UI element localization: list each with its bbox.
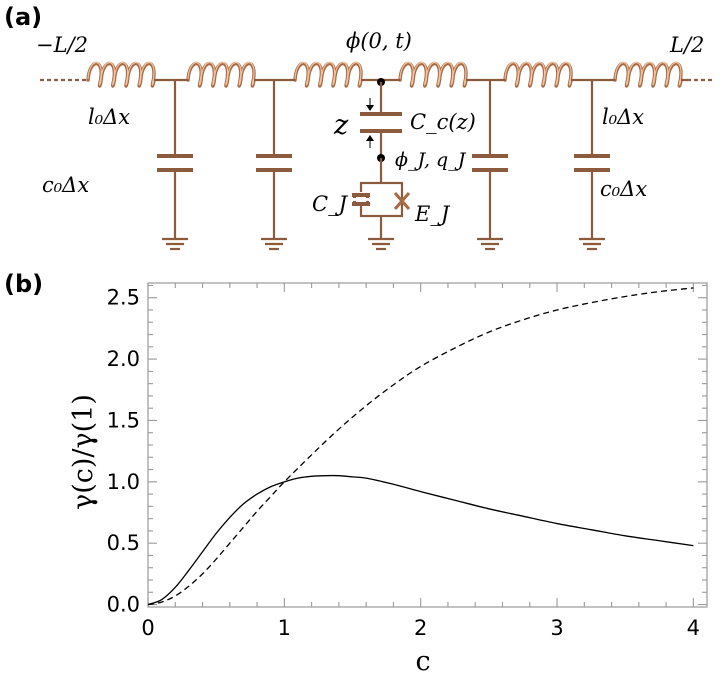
coupled-junction-branch [352, 78, 411, 251]
label-left-end: −L/2 [36, 33, 88, 57]
label-node-phi: ϕ(0, t) [346, 29, 412, 53]
label-junction-capacitance: C_J [312, 192, 349, 216]
inductor [613, 61, 683, 88]
y-tick-label: 0.0 [107, 593, 140, 617]
x-tick-label: 0 [141, 616, 154, 640]
y-tick-label: 1.5 [107, 408, 140, 432]
cj-gap [356, 192, 366, 206]
panel-b-label: (b) [4, 270, 43, 298]
label-right-end: L/2 [669, 33, 704, 57]
x-tick-label: 2 [414, 616, 427, 640]
x-tick-label: 1 [278, 616, 291, 640]
plot-series [147, 287, 694, 606]
z-arrowhead-bottom [366, 135, 374, 141]
y-tick-label: 1.0 [107, 470, 140, 494]
x-tick-label: 3 [550, 616, 563, 640]
y-axis-label: γ(c)/γ(1) [68, 394, 99, 510]
inductor [186, 61, 256, 88]
label-inductor-left: l₀Δx [88, 105, 130, 129]
inductor-chain [86, 61, 688, 88]
series-solid-line [147, 474, 694, 606]
label-inductor-right: l₀Δx [602, 105, 644, 129]
axis-tick-labels: 0 1 2 3 4 0.0 0.5 1.0 1.5 2.0 2.5 [107, 286, 700, 640]
x-axis-label: c [415, 646, 430, 677]
plot-frame [147, 282, 708, 608]
inductor [293, 61, 363, 88]
shunt-capacitor [157, 80, 193, 251]
axis-ticks [147, 283, 707, 607]
gamma-ratio-plot: 0 1 2 3 4 0.0 0.5 1.0 1.5 2.0 2.5 c γ(c)/γ(1) [68, 282, 708, 677]
label-coupling-distance: z [333, 110, 349, 141]
label-capacitor-left: c₀Δx [42, 173, 89, 197]
label-josephson-energy: E_J [414, 202, 451, 226]
inductor [503, 61, 573, 88]
shunt-capacitor [256, 80, 292, 251]
inductor [86, 61, 156, 88]
shunt-capacitors [157, 80, 610, 251]
transmission-line-circuit: −L/2 L/2 ϕ(0, t) l₀Δx l₀Δx c₀Δx c₀Δx z C… [36, 29, 712, 251]
y-tick-label: 0.5 [107, 531, 140, 555]
label-coupling-capacitor: C_c(z) [410, 110, 476, 134]
z-arrowhead-top [366, 105, 374, 111]
shunt-capacitor [574, 80, 610, 251]
label-capacitor-right: c₀Δx [600, 177, 647, 201]
ground-junction [368, 237, 394, 251]
x-tick-label: 4 [687, 616, 700, 640]
panel-a-label: (a) [4, 3, 42, 31]
label-junction-node: ϕ_J, q_J [395, 149, 467, 171]
y-tick-label: 2.5 [107, 286, 140, 310]
junction-loop [359, 181, 404, 218]
y-tick-label: 2.0 [107, 347, 140, 371]
inductor [398, 61, 468, 88]
series-dashed-line [147, 287, 694, 606]
shunt-capacitor [472, 80, 508, 251]
josephson-junction-cross [393, 192, 411, 210]
